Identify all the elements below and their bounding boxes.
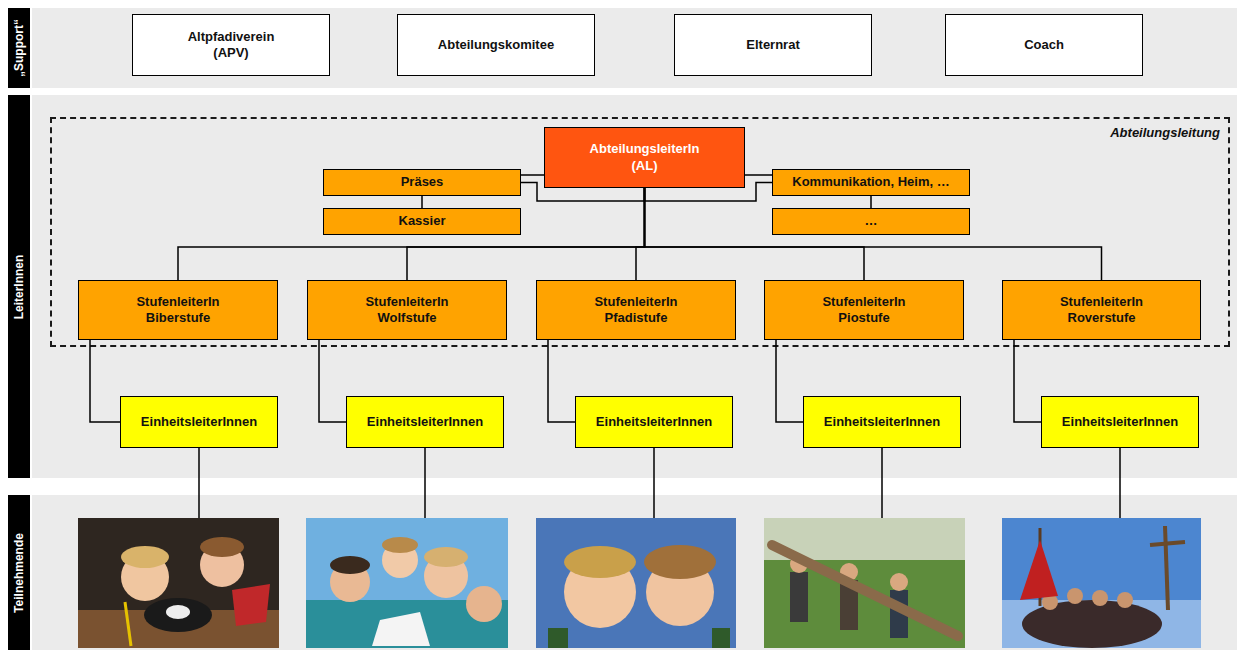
photo-pios: [764, 518, 965, 648]
hair: [121, 546, 169, 568]
hair: [564, 546, 636, 578]
unit-lead-box: EinheitsleiterInnen: [1041, 396, 1199, 448]
photo-sky: [306, 518, 508, 648]
box-label: StufenleiterIn Pfadistufe: [576, 294, 696, 327]
band-label-strip: „Support“: [8, 8, 32, 88]
dog: [144, 598, 212, 632]
stage-lead-box: StufenleiterIn Piostufe: [764, 280, 964, 340]
flag: [1020, 540, 1058, 600]
box-label: EinheitsleiterInnen: [141, 414, 257, 430]
support-box: Elternrat: [674, 14, 872, 76]
band-label-strip: Teilnehmende: [8, 495, 32, 650]
support-box: Coach: [945, 14, 1143, 76]
box-label: …: [865, 213, 878, 229]
cross: [1150, 542, 1185, 545]
log: [772, 545, 958, 636]
box-label: Kommunikation, Heim, …: [792, 174, 949, 190]
box-label: EinheitsleiterInnen: [824, 414, 940, 430]
box-label: Elternrat: [746, 37, 799, 53]
unit-lead-box: EinheitsleiterInnen: [346, 396, 504, 448]
dog-patch: [166, 605, 190, 619]
section-label: Teilnehmende: [12, 533, 26, 613]
unit-lead-box: EinheitsleiterInnen: [120, 396, 278, 448]
stage-lead-box: StufenleiterIn Roverstufe: [1002, 280, 1201, 340]
unit-lead-box: EinheitsleiterInnen: [575, 396, 733, 448]
photo-background: [536, 518, 736, 648]
leader-line: [653, 448, 655, 518]
box-label: Altpfadiverein (APV): [171, 29, 291, 62]
support-box: Abteilungskomitee: [397, 14, 595, 76]
box-label: Kassier: [399, 213, 446, 229]
stage-lead-box: StufenleiterIn Pfadistufe: [536, 280, 736, 340]
unit-lead-box: EinheitsleiterInnen: [803, 396, 961, 448]
section-label: „Support“: [12, 19, 26, 77]
person-head: [890, 573, 908, 591]
leader-line: [1119, 448, 1121, 518]
stage-lead-box: StufenleiterIn Biberstufe: [78, 280, 278, 340]
box-label: AbteilungsleiterIn (AL): [582, 141, 707, 174]
support-box: Altpfadiverein (APV): [132, 14, 330, 76]
section-band: LeiterInnenAbteilungsleitungAbteilungsle…: [8, 95, 1237, 478]
role-box: Präses: [323, 169, 521, 196]
box-label: Abteilungskomitee: [438, 37, 554, 53]
backpack-strap: [712, 628, 730, 648]
person: [790, 572, 808, 622]
group-label: Abteilungsleitung: [1110, 125, 1220, 140]
photo-beavers: [78, 518, 279, 648]
person-head: [1092, 590, 1108, 606]
meadow: [764, 560, 965, 648]
box-label: Präses: [401, 174, 444, 190]
photo-rovers: [1002, 518, 1201, 648]
backpack-strap: [548, 628, 568, 648]
section-band: „Support“ Altpfadiverein (APV) Abteilungsk…: [8, 8, 1237, 88]
lanyard: [125, 602, 131, 646]
scarf: [232, 584, 270, 626]
person-head: [1117, 592, 1133, 608]
box-label: Coach: [1024, 37, 1064, 53]
child-face: [466, 586, 502, 622]
lead-box: AbteilungsleiterIn (AL): [544, 127, 745, 188]
scarf: [372, 612, 430, 646]
hair: [424, 547, 468, 567]
box-label: StufenleiterIn Roverstufe: [1042, 294, 1162, 327]
leader-line: [881, 448, 883, 518]
role-box: Kassier: [323, 208, 521, 235]
role-box: Kommunikation, Heim, …: [772, 169, 970, 196]
stage-lead-box: StufenleiterIn Wolfstufe: [307, 280, 507, 340]
role-box: …: [772, 208, 970, 235]
person-head: [1067, 588, 1083, 604]
box-label: EinheitsleiterInnen: [1062, 414, 1178, 430]
hair: [382, 537, 418, 553]
group: [1022, 600, 1162, 648]
box-label: StufenleiterIn Wolfstufe: [347, 294, 467, 327]
leader-line: [198, 448, 200, 518]
photo-ground: [78, 518, 279, 648]
photo-cubs: [306, 518, 508, 648]
box-label: StufenleiterIn Biberstufe: [118, 294, 238, 327]
box-label: StufenleiterIn Piostufe: [804, 294, 924, 327]
hair: [200, 537, 244, 557]
box-label: EinheitsleiterInnen: [596, 414, 712, 430]
photo-sky: [1002, 518, 1201, 648]
hair: [330, 556, 370, 574]
photo-scouts: [536, 518, 736, 648]
group-frame: AbteilungsleitungAbteilungsleiterIn (AL)…: [50, 117, 1230, 347]
horizon: [1002, 600, 1201, 648]
box-label: EinheitsleiterInnen: [367, 414, 483, 430]
leader-line: [424, 448, 426, 518]
hair: [644, 545, 716, 579]
section-label: LeiterInnen: [12, 254, 26, 319]
band-label-strip: LeiterInnen: [8, 95, 32, 478]
cross: [1165, 526, 1168, 610]
